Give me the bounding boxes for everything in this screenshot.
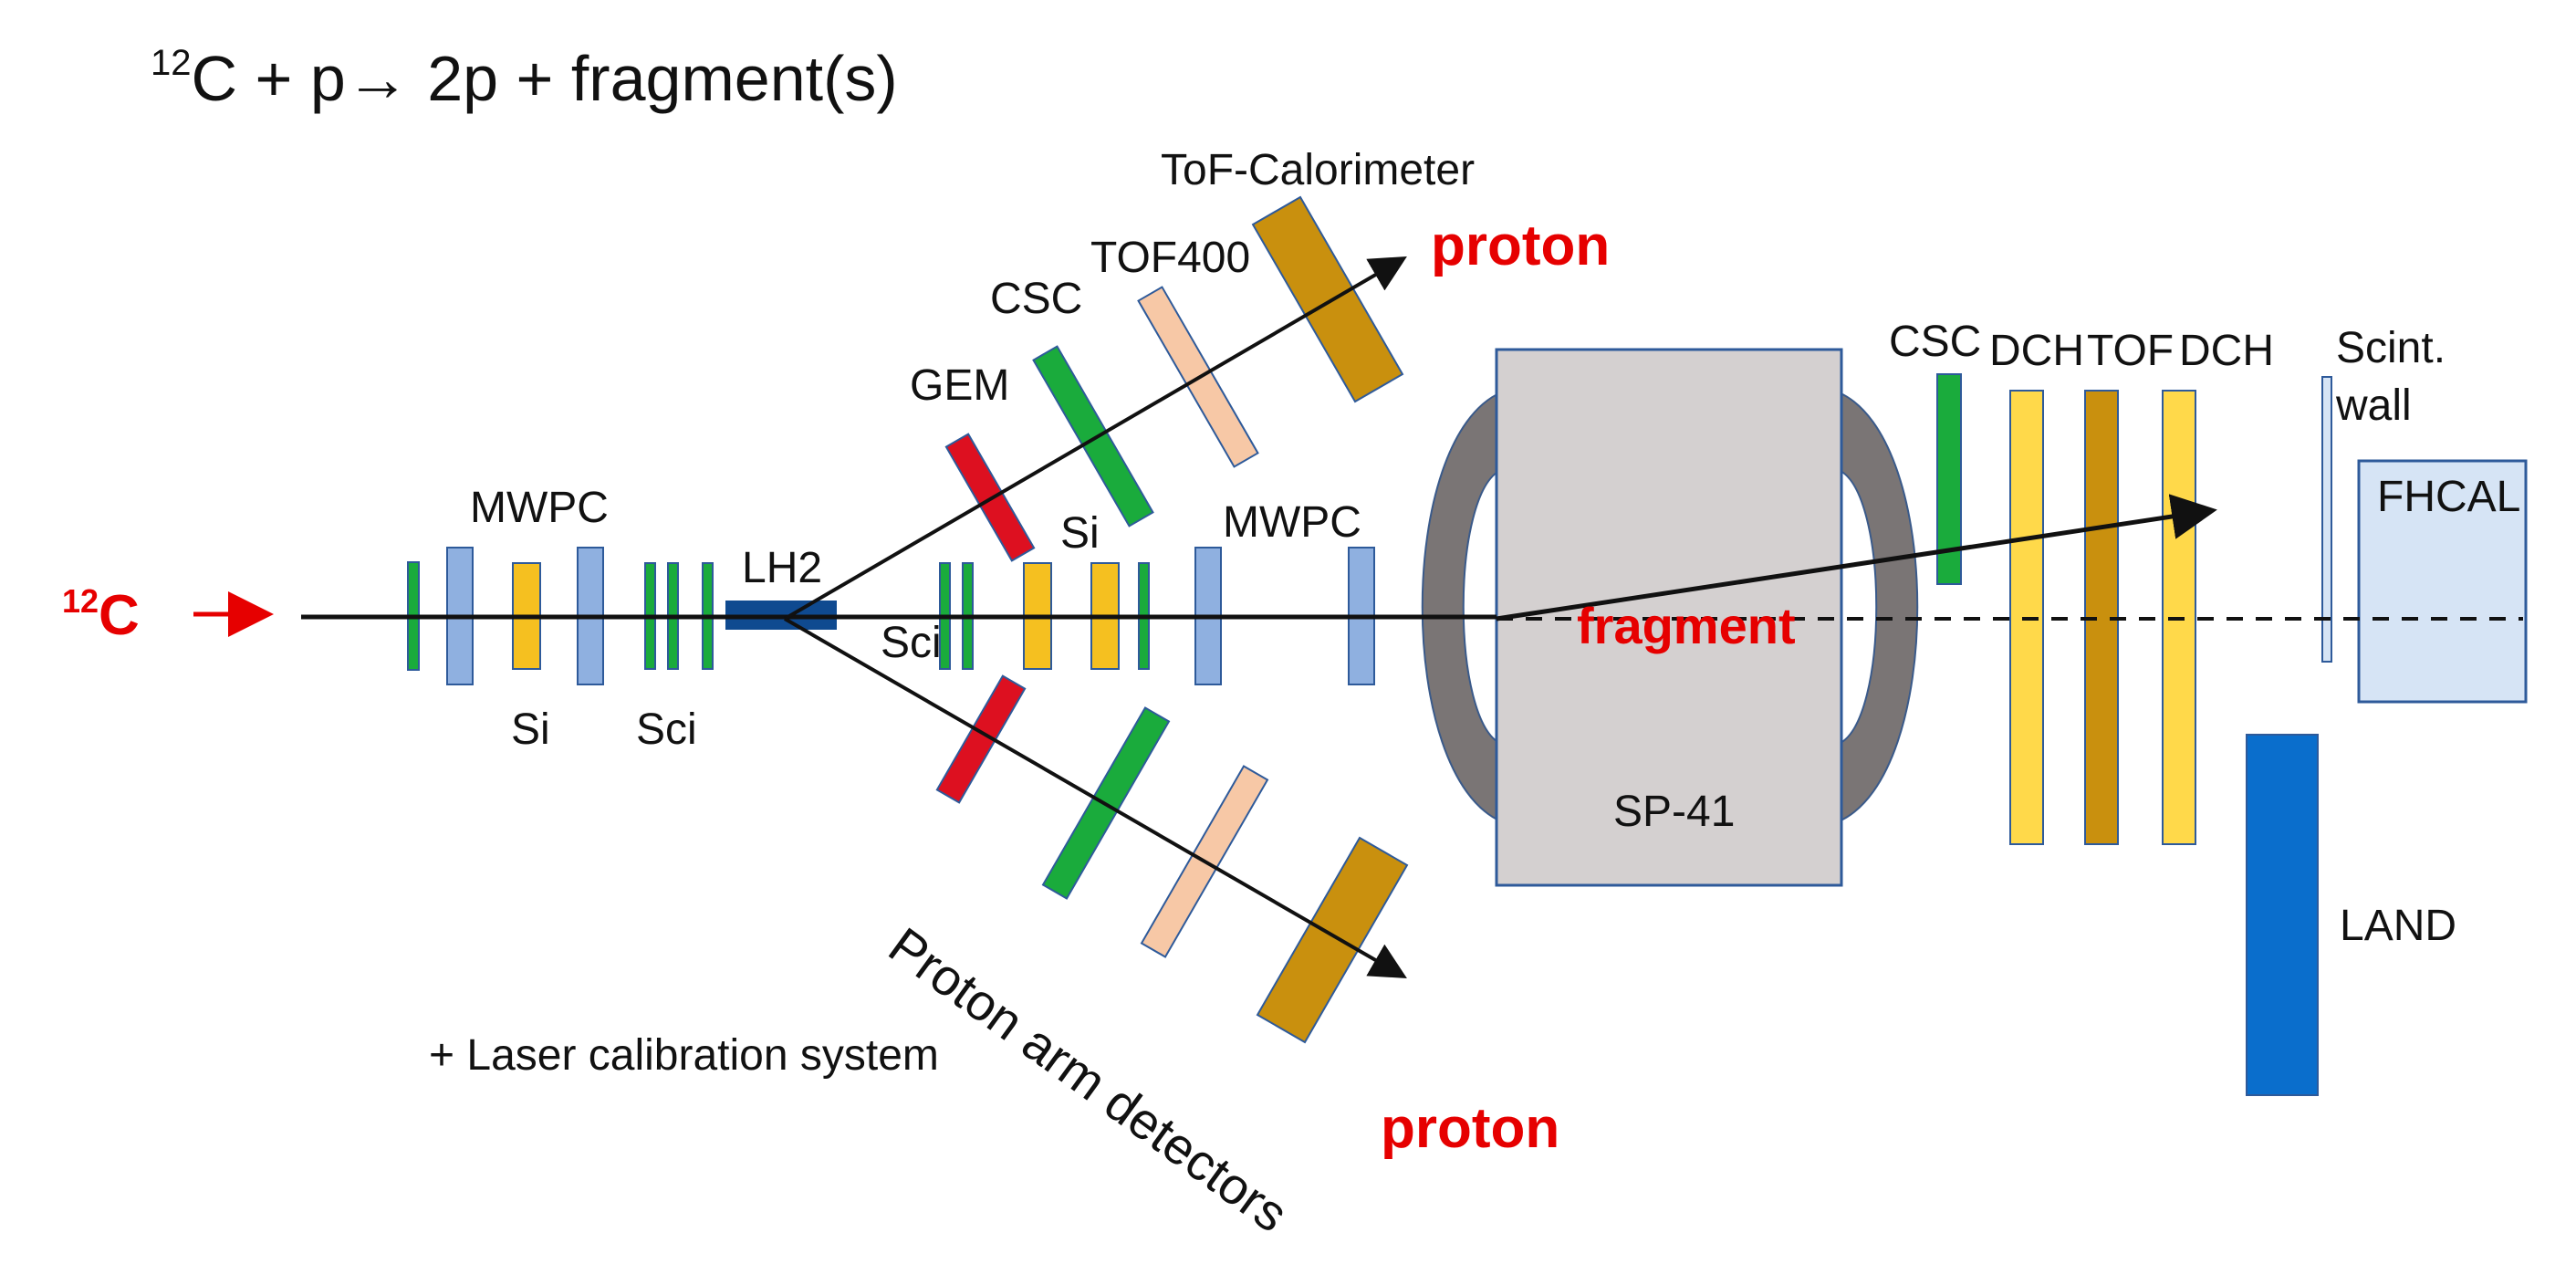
label-tof400: TOF400 [1090,234,1250,282]
label-lh2: LH2 [742,544,822,592]
label-fhcal: FHCAL [2377,473,2520,521]
beam-label-sup: 12 [62,582,99,620]
label-land: LAND [2340,902,2456,950]
label-si-left: Si [511,705,550,754]
label-csc-right: CSC [1889,318,1981,366]
label-proton-bottom: proton [1381,1097,1559,1160]
label-csc-arm: CSC [990,275,1082,323]
land [2246,734,2319,1096]
label-proton-top: proton [1431,214,1610,277]
label-wall: wall [2335,381,2412,430]
label-tof-calorimeter: ToF-Calorimeter [1161,146,1475,194]
reaction-title: 12C + p→ 2p + fragment(s) [151,43,898,114]
magnet-coil-right [1838,391,1919,823]
label-proton-arm-detectors: Proton arm detectors [879,916,1298,1243]
label-sci-mid: Sci [881,619,942,667]
label-fragment: fragment [1577,597,1796,654]
scint-wall [2321,376,2332,663]
beam-label-base: C [99,584,140,647]
sp41-magnet [1495,348,1843,887]
fhcal [2357,459,2528,704]
label-dch-2: DCH [2179,327,2274,375]
reaction-title-text: C + p→ 2p + fragment(s) [192,43,898,114]
proton-track-lower [783,617,1407,979]
label-tof-right: TOF [2087,327,2174,375]
proton-track-upper [783,256,1407,621]
fragment-track [1496,494,2217,622]
label-dch-1: DCH [1989,327,2084,375]
reaction-title-sup: 12 [151,43,192,83]
tof-calorimeter-lower [1256,836,1409,1044]
magnet-coil-left [1421,391,1502,823]
label-mwpc-mid: MWPC [1223,498,1361,547]
gem-lower [935,674,1027,804]
label-scint: Scint. [2336,324,2446,372]
tof-calorimeter-upper [1251,195,1404,403]
label-gem: GEM [910,361,1009,410]
label-laser-calibration: + Laser calibration system [429,1031,939,1080]
label-mwpc-left: MWPC [470,484,609,532]
label-sci-left: Sci [636,705,697,754]
label-si-mid: Si [1060,509,1100,558]
csc-upper [1032,345,1154,528]
beam-label: 12C [62,582,140,647]
label-sp41: SP-41 [1613,788,1735,836]
